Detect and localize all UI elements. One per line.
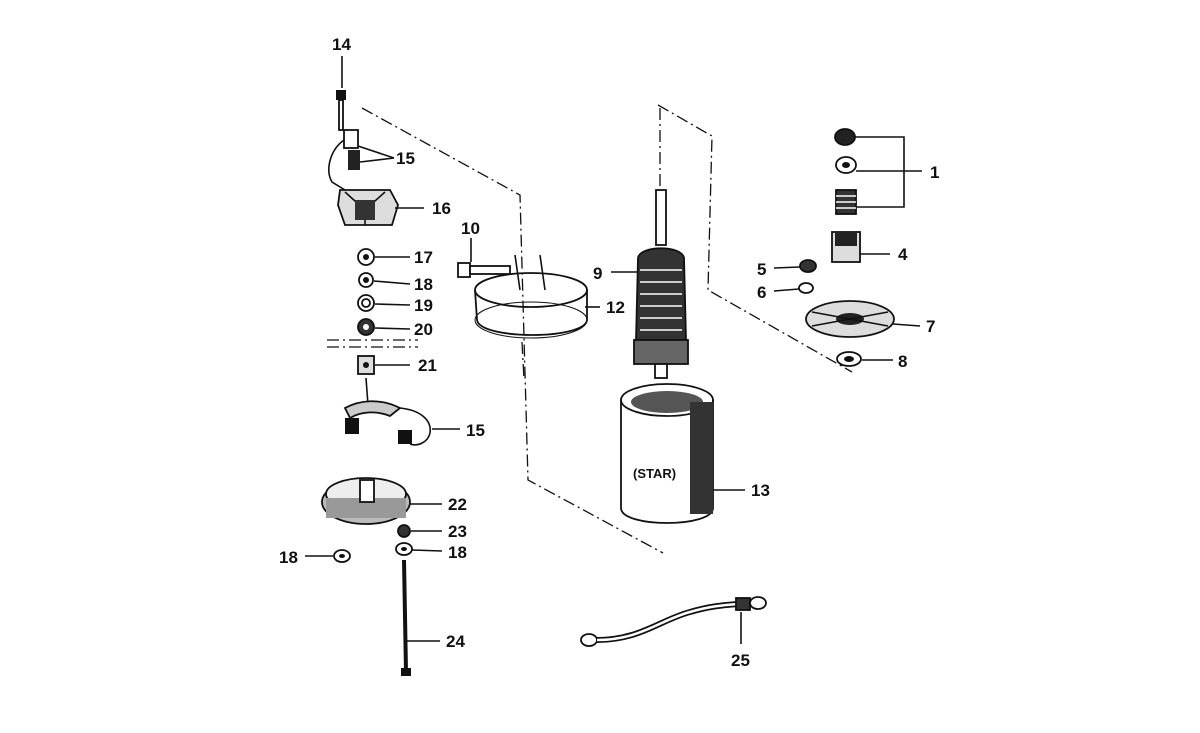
callout-19: 19	[414, 296, 433, 315]
part-14-screw	[336, 90, 346, 131]
alignment-lines	[327, 104, 853, 554]
part-23-18-washers	[333, 524, 413, 563]
callout-8: 8	[898, 352, 907, 371]
callout-23: 23	[448, 522, 467, 541]
callout-14: 14	[332, 35, 351, 54]
callout-25: 25	[731, 651, 750, 670]
part-25-cable	[580, 596, 767, 647]
callout-12: 12	[606, 298, 625, 317]
part-24-through-bolt	[401, 559, 411, 676]
callout-9: 9	[593, 264, 602, 283]
part-15-brushes-upper	[328, 129, 360, 191]
callout-15-upper: 15	[396, 149, 415, 168]
part-7-end-plate	[805, 300, 895, 338]
callout-16: 16	[432, 199, 451, 218]
part-16-brush-holder	[337, 189, 399, 226]
callout-18-upper: 18	[414, 275, 433, 294]
callout-17: 17	[414, 248, 433, 267]
part-12-band	[474, 254, 588, 339]
part-8-washer	[836, 351, 862, 367]
part-4-pinion	[831, 231, 861, 263]
callout-18-left: 18	[279, 548, 298, 567]
callout-20: 20	[414, 320, 433, 339]
callout-24: 24	[446, 632, 465, 651]
housing-star-label: (STAR)	[633, 466, 676, 481]
part-5-6-hardware	[798, 259, 817, 294]
callout-10: 10	[461, 219, 480, 238]
part-15-brushes-lower	[343, 377, 431, 446]
part-9-armature	[633, 189, 689, 379]
part-22-end-frame	[321, 477, 411, 525]
callout-22: 22	[448, 495, 467, 514]
part-13-field-housing: (STAR)	[620, 383, 714, 524]
callout-13: 13	[751, 481, 770, 500]
parts-17-20-hardware	[357, 248, 375, 336]
callout-1: 1	[930, 163, 939, 182]
callout-4: 4	[898, 245, 908, 264]
part-21-terminal	[357, 355, 375, 375]
callout-6: 6	[757, 283, 766, 302]
callout-5: 5	[757, 260, 766, 279]
leader-lines	[305, 56, 922, 644]
part-1-drive-stack	[834, 128, 857, 215]
callout-15-lower: 15	[466, 421, 485, 440]
part-10-bolt	[457, 262, 511, 278]
callout-21: 21	[418, 356, 437, 375]
callout-18-right: 18	[448, 543, 467, 562]
callout-labels: 14 15 16 10 17 18 19 20 21 15 22 23 18 1…	[279, 35, 939, 670]
callout-7: 7	[926, 317, 935, 336]
